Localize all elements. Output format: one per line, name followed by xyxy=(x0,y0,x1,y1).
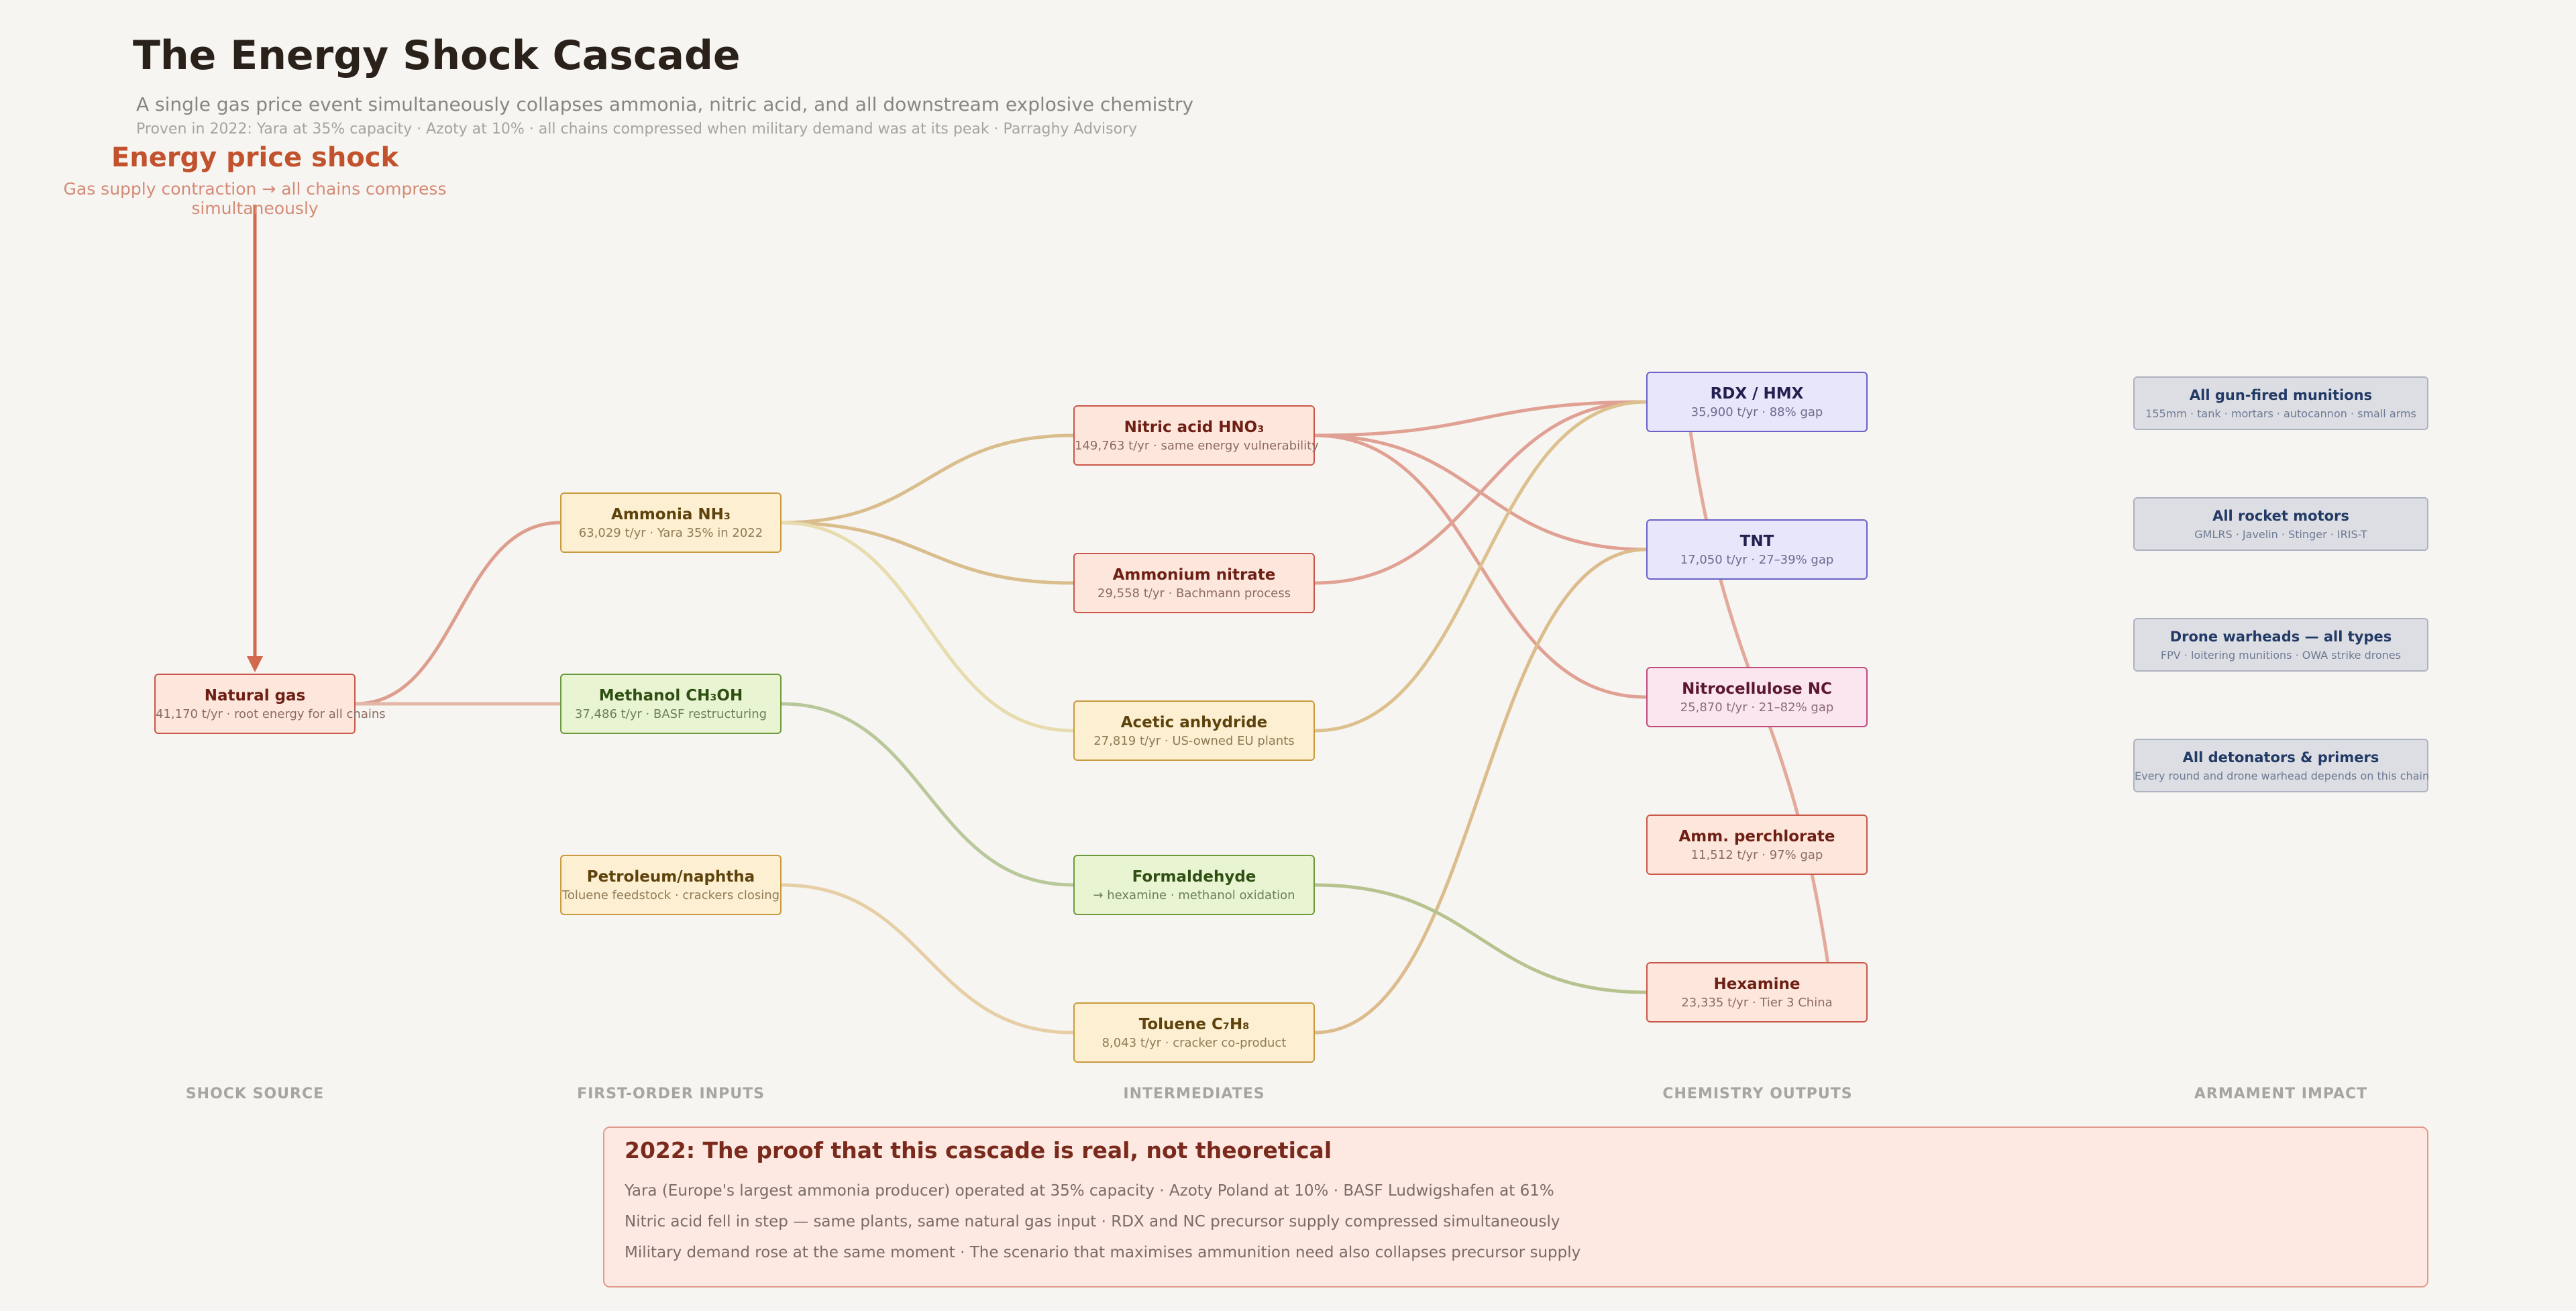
link-nitric_acid-to-rdx_hmx xyxy=(1314,400,1647,437)
node-title: TNT xyxy=(1739,533,1774,550)
link-methanol-to-formaldehyde xyxy=(781,702,1074,887)
node-subtitle: → hexamine · methanol oxidation xyxy=(1093,888,1295,902)
page-title: The Energy Shock Cascade xyxy=(133,32,741,79)
column-label-armament: ARMAMENT IMPACT xyxy=(2194,1086,2368,1102)
link-formaldehyde-to-hexamine xyxy=(1314,883,1647,994)
node-ammonium-perchlorate[interactable]: Amm. perchlorate 11,512 t/yr · 97% gap xyxy=(1646,815,1868,875)
node-subtitle: 8,043 t/yr · cracker co-product xyxy=(1102,1036,1287,1050)
node-gun-munitions[interactable]: All gun-fired munitions 155mm · tank · m… xyxy=(2133,376,2428,430)
proof-line: Yara (Europe's largest ammonia producer)… xyxy=(625,1182,1554,1200)
node-title: Acetic anhydride xyxy=(1120,714,1268,731)
node-petroleum[interactable]: Petroleum/naphtha Toluene feedstock · cr… xyxy=(560,855,782,915)
link-ammonia-to-ammonium_nitrate xyxy=(781,521,1074,585)
node-subtitle: Toluene feedstock · crackers closing xyxy=(561,888,780,902)
node-title: RDX / HMX xyxy=(1710,385,1804,403)
node-subtitle: 37,486 t/yr · BASF restructuring xyxy=(574,707,767,721)
column-label-first-order: FIRST-ORDER INPUTS xyxy=(577,1086,765,1102)
proof-panel: 2022: The proof that this cascade is rea… xyxy=(603,1126,2428,1288)
node-subtitle: 41,170 t/yr · root energy for all chains xyxy=(156,707,386,721)
node-nitric-acid[interactable]: Nitric acid HNO₃ 149,763 t/yr · same ene… xyxy=(1073,405,1319,466)
link-ammonia-to-acetic_anhydride xyxy=(781,521,1074,733)
node-subtitle: 27,819 t/yr · US-owned EU plants xyxy=(1093,734,1295,748)
node-title: Formaldehyde xyxy=(1132,868,1256,886)
link-acetic_anhydride-to-rdx_hmx xyxy=(1314,400,1647,733)
node-subtitle: 63,029 t/yr · Yara 35% in 2022 xyxy=(578,526,763,540)
node-subtitle: GMLRS · Javelin · Stinger · IRIS-T xyxy=(2194,528,2367,541)
node-ammonia[interactable]: Ammonia NH₃ 63,029 t/yr · Yara 35% in 20… xyxy=(560,492,782,553)
proof-title: 2022: The proof that this cascade is rea… xyxy=(625,1137,1332,1163)
shock-subtitle: Gas supply contraction → all chains comp… xyxy=(63,179,447,218)
node-subtitle: 149,763 t/yr · same energy vulnerability xyxy=(1075,439,1319,453)
node-drone-warheads[interactable]: Drone warheads — all types FPV · loiteri… xyxy=(2133,618,2428,672)
node-natural-gas[interactable]: Natural gas 41,170 t/yr · root energy fo… xyxy=(154,674,386,734)
node-ammonium-nitrate[interactable]: Ammonium nitrate 29,558 t/yr · Bachmann … xyxy=(1073,553,1315,613)
node-rocket-motors[interactable]: All rocket motors GMLRS · Javelin · Stin… xyxy=(2133,497,2428,551)
proven-note: Proven in 2022: Yara at 35% capacity · A… xyxy=(136,121,1138,138)
node-subtitle: 11,512 t/yr · 97% gap xyxy=(1690,848,1823,862)
proof-line: Military demand rose at the same moment … xyxy=(625,1244,1581,1261)
node-title: Toluene C₇H₈ xyxy=(1138,1016,1250,1033)
node-subtitle: 23,335 t/yr · Tier 3 China xyxy=(1681,996,1833,1010)
node-methanol[interactable]: Methanol CH₃OH 37,486 t/yr · BASF restru… xyxy=(560,674,782,734)
proof-line: Nitric acid fell in step — same plants, … xyxy=(625,1213,1560,1230)
link-ammonia-to-nitric_acid xyxy=(781,433,1074,525)
column-label-outputs: CHEMISTRY OUTPUTS xyxy=(1662,1086,1853,1102)
node-title: Methanol CH₃OH xyxy=(598,687,743,704)
link-ammonium_nitrate-to-rdx_hmx xyxy=(1314,400,1647,585)
node-subtitle: 25,870 t/yr · 21–82% gap xyxy=(1680,700,1834,715)
link-natural_gas-to-ammonia xyxy=(355,521,561,706)
node-nitrocellulose[interactable]: Nitrocellulose NC 25,870 t/yr · 21–82% g… xyxy=(1646,667,1868,727)
link-toluene-to-tnt xyxy=(1314,547,1647,1035)
column-label-intermediates: INTERMEDIATES xyxy=(1123,1086,1265,1102)
node-title: Ammonia NH₃ xyxy=(611,506,731,523)
node-title: Nitrocellulose NC xyxy=(1682,680,1832,698)
node-acetic-anhydride[interactable]: Acetic anhydride 27,819 t/yr · US-owned … xyxy=(1073,700,1315,761)
node-title: All gun-fired munitions xyxy=(2189,387,2373,403)
link-petroleum-to-toluene xyxy=(781,883,1074,1035)
node-hexamine[interactable]: Hexamine 23,335 t/yr · Tier 3 China xyxy=(1646,962,1868,1022)
node-subtitle: Every round and drone warhead depends on… xyxy=(2135,770,2430,782)
node-title: All detonators & primers xyxy=(2182,749,2379,766)
node-detonators[interactable]: All detonators & primers Every round and… xyxy=(2133,739,2430,792)
node-title: Amm. perchlorate xyxy=(1678,828,1835,845)
node-subtitle: FPV · loitering munitions · OWA strike d… xyxy=(2160,649,2402,662)
node-formaldehyde[interactable]: Formaldehyde → hexamine · methanol oxida… xyxy=(1073,855,1315,915)
node-tnt[interactable]: TNT 17,050 t/yr · 27–39% gap xyxy=(1646,519,1868,580)
node-title: Nitric acid HNO₃ xyxy=(1124,419,1265,436)
node-rdx-hmx[interactable]: RDX / HMX 35,900 t/yr · 88% gap xyxy=(1646,372,1868,432)
node-subtitle: 155mm · tank · mortars · autocannon · sm… xyxy=(2145,407,2416,420)
node-title: Drone warheads — all types xyxy=(2169,629,2392,645)
node-title: Petroleum/naphtha xyxy=(586,868,755,886)
shock-arrow-head xyxy=(247,656,263,672)
node-title: All rocket motors xyxy=(2212,508,2349,524)
node-title: Ammonium nitrate xyxy=(1112,566,1276,584)
column-label-shock-source: SHOCK SOURCE xyxy=(185,1086,325,1102)
node-title: Natural gas xyxy=(204,687,306,704)
shock-title: Energy price shock xyxy=(111,142,399,173)
node-toluene[interactable]: Toluene C₇H₈ 8,043 t/yr · cracker co-pro… xyxy=(1073,1002,1315,1063)
page-subtitle: A single gas price event simultaneously … xyxy=(136,93,1194,115)
node-subtitle: 17,050 t/yr · 27–39% gap xyxy=(1680,553,1834,567)
node-subtitle: 29,558 t/yr · Bachmann process xyxy=(1097,586,1291,600)
node-title: Hexamine xyxy=(1713,976,1801,993)
node-subtitle: 35,900 t/yr · 88% gap xyxy=(1690,405,1823,419)
